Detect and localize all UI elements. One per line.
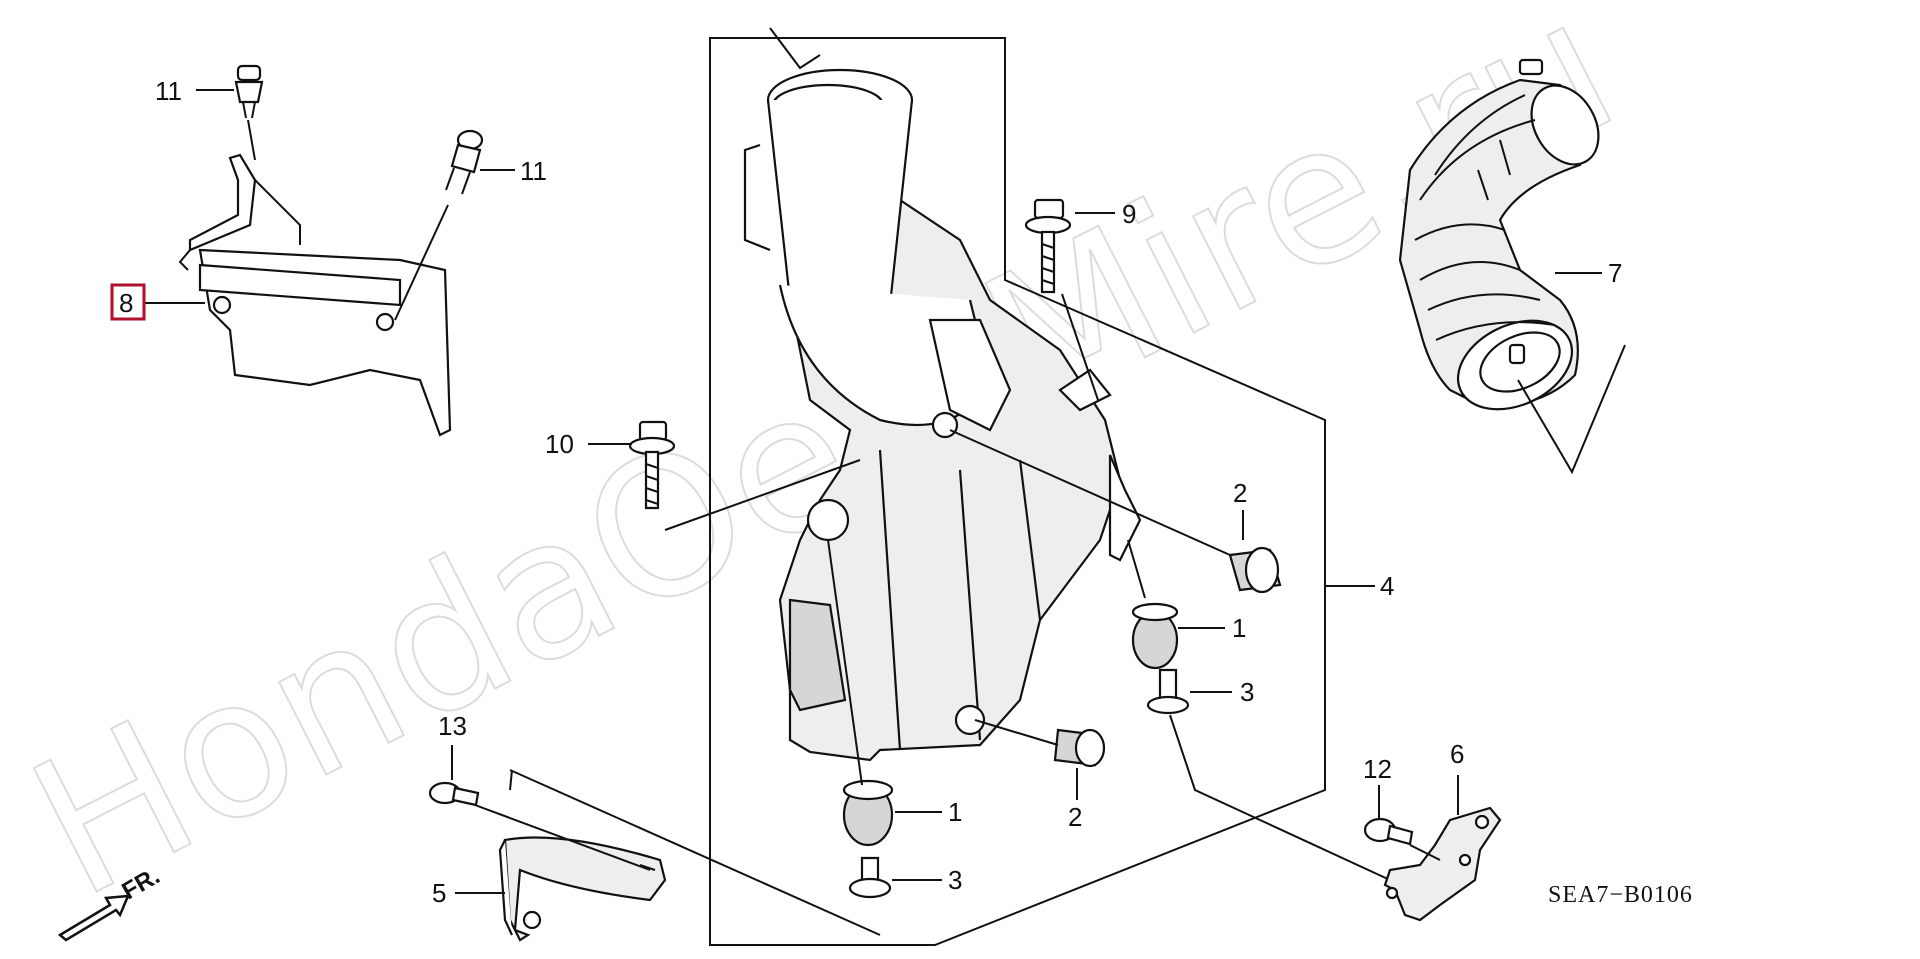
leader-5-resonator	[474, 769, 881, 936]
collar-3-lower[interactable]	[848, 856, 892, 899]
bolt-10[interactable]	[628, 420, 676, 510]
leader-top-arrows	[769, 27, 821, 70]
clip-right[interactable]	[445, 129, 484, 195]
callout-3a[interactable]: 3	[1240, 677, 1254, 707]
callout-7[interactable]: 7	[1608, 258, 1622, 288]
grommet-2-upper[interactable]	[1228, 546, 1282, 594]
bolt-13[interactable]	[428, 781, 480, 807]
callout-2a[interactable]: 2	[1233, 478, 1247, 508]
leader-3-bracket	[1169, 714, 1391, 881]
callout-10[interactable]: 10	[545, 429, 574, 459]
resonator-group-outline	[709, 37, 1326, 946]
callout-12[interactable]: 12	[1363, 754, 1392, 784]
leader-12-bracket	[1409, 844, 1441, 861]
leader-7-arrows	[1517, 344, 1626, 475]
callout-4[interactable]: 4	[1380, 571, 1394, 601]
bolt-9[interactable]	[1024, 198, 1072, 294]
resonator-bracket-5[interactable]	[498, 836, 667, 942]
callout-2b[interactable]: 2	[1068, 802, 1082, 832]
grommet-1-lower[interactable]	[842, 779, 894, 847]
leader-clip-bracket	[247, 119, 256, 161]
bolt-12[interactable]	[1363, 817, 1414, 846]
clip-top[interactable]	[234, 64, 264, 119]
leader-2b-resonator	[974, 719, 1059, 746]
callout-5[interactable]: 5	[432, 878, 446, 908]
leader-clip2-bracket	[394, 204, 449, 321]
leader-1b-resonator	[827, 539, 863, 786]
resonator-bracket-6[interactable]	[1383, 806, 1502, 922]
leader-9-resonator	[1061, 293, 1099, 401]
collar-3-right[interactable]	[1146, 668, 1190, 715]
callout-1a[interactable]: 1	[1232, 613, 1246, 643]
callout-13[interactable]: 13	[438, 711, 467, 741]
intake-tube[interactable]	[1398, 58, 1612, 427]
air-resonator[interactable]	[743, 68, 1142, 762]
callout-1b[interactable]: 1	[948, 797, 962, 827]
diagram-code: SEA7−B0106	[1548, 882, 1693, 908]
callout-11a[interactable]: 11	[155, 76, 182, 106]
callout-9[interactable]: 9	[1122, 199, 1136, 229]
callout-8[interactable]: 8	[119, 288, 133, 318]
leader-grommet-resonator	[949, 429, 1231, 556]
callout-8-highlight	[110, 283, 146, 321]
callout-11b[interactable]: 11	[520, 156, 547, 186]
leader-10-resonator	[664, 459, 861, 531]
callout-6[interactable]: 6	[1450, 739, 1464, 769]
grommet-2-lower[interactable]	[1053, 728, 1106, 768]
grommet-1-right[interactable]	[1131, 602, 1179, 670]
air-inlet-bracket[interactable]	[178, 153, 452, 437]
callout-3b[interactable]: 3	[948, 865, 962, 895]
leader-1a-resonator	[1127, 539, 1146, 599]
